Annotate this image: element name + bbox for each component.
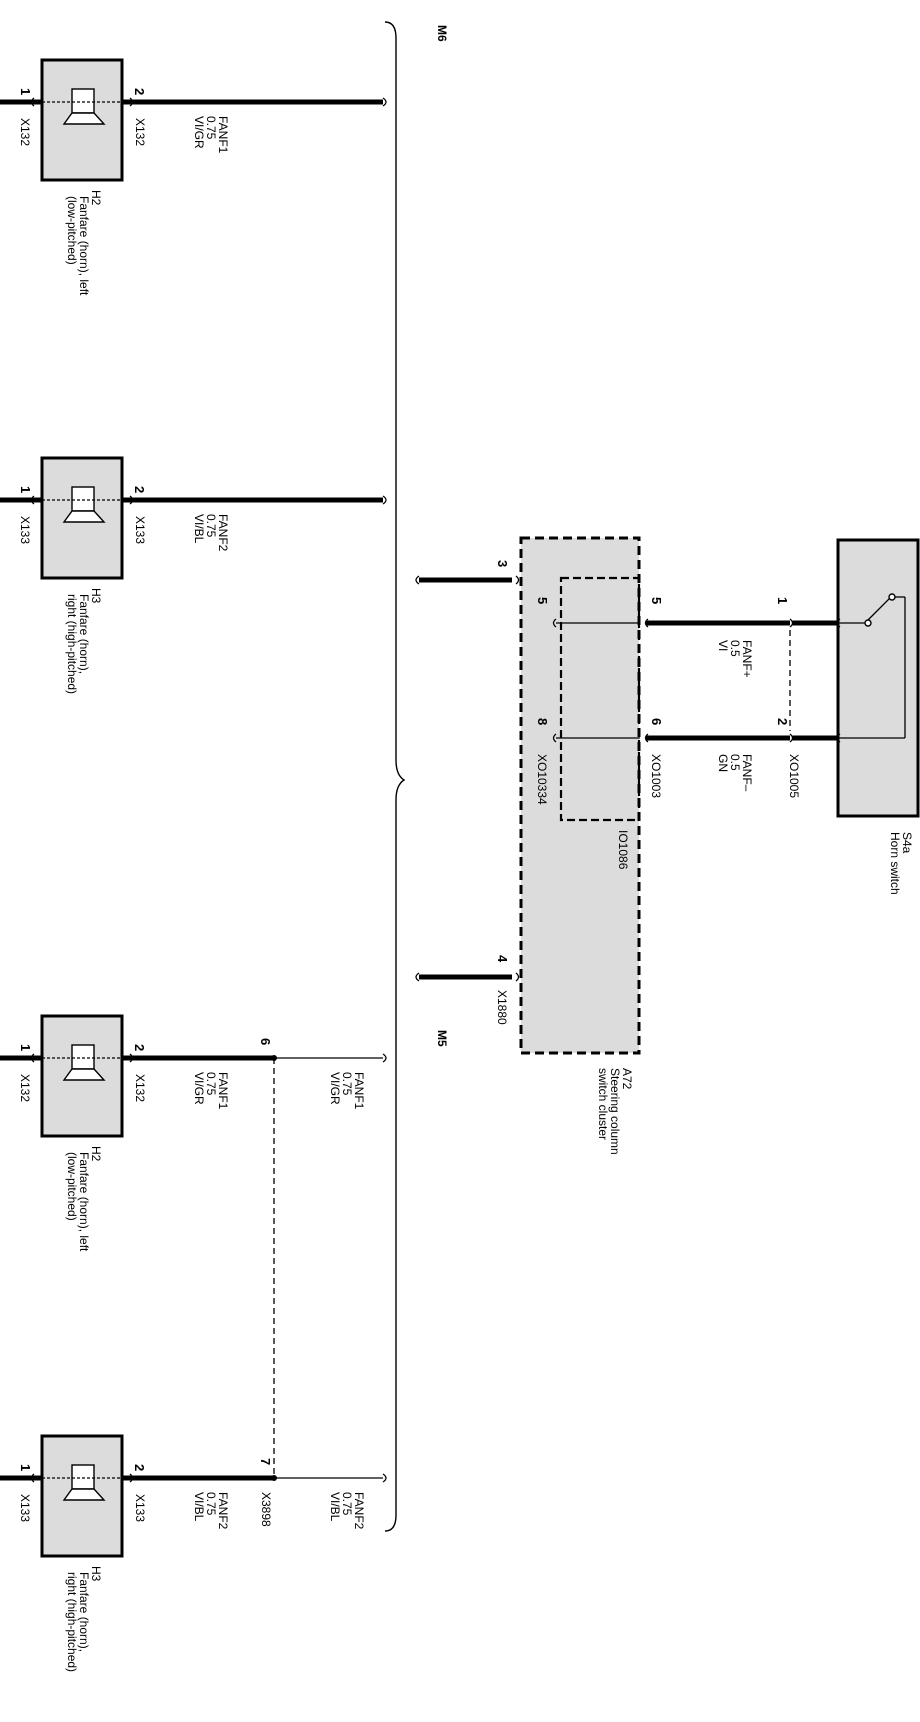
splice-connector: X3898 xyxy=(259,1492,273,1527)
wire-name: FANF– xyxy=(740,754,754,792)
horn-connector-right: X133 xyxy=(133,1494,147,1522)
wire-color: VI/BL xyxy=(192,1492,206,1522)
wire-size: 0.5 xyxy=(728,754,742,771)
speaker-icon xyxy=(62,1044,106,1081)
splice-wire2-size: 0.75 xyxy=(340,1492,354,1516)
edge-connector: XO1003 xyxy=(649,754,663,798)
inner-connector: XO10334 xyxy=(535,754,549,805)
wire-size: 0.75 xyxy=(204,1072,218,1096)
splice-wire2-name: FANF2 xyxy=(352,1492,366,1530)
cluster-pin-top: 3 xyxy=(495,560,510,567)
horn-connector-left: X133 xyxy=(18,516,32,544)
cluster-region xyxy=(519,536,641,1055)
splice-wire1-color: VI/GR xyxy=(328,1072,342,1105)
horn-id: H3 xyxy=(89,588,103,604)
horn-h3-top: 1 2 X133 X133 H3 Fanfare (horn), right (… xyxy=(0,456,387,694)
wire-name: FANF+ xyxy=(740,640,754,678)
wire-size: 0.75 xyxy=(204,1492,218,1516)
horn-pin-left: 1 xyxy=(18,1464,33,1471)
inner-region-io1086 xyxy=(559,576,641,822)
switch-pin-bottom: 2 xyxy=(775,718,790,725)
horn-connector-right: X132 xyxy=(133,1074,147,1102)
splice-pin-bottom: 7 xyxy=(258,1458,273,1465)
horn-description-1: Fanfare (horn), left xyxy=(77,196,91,296)
horn-description-2: right (high-pitched) xyxy=(65,594,79,694)
horn-description-1: Fanfare (horn), left xyxy=(77,1152,91,1252)
horn-description-1: Fanfare (horn), xyxy=(77,594,91,674)
group-brace xyxy=(384,21,406,1532)
horn-connector-right: X132 xyxy=(133,118,147,146)
ref-label-top: M6 xyxy=(435,25,449,42)
horn-connector-left: X132 xyxy=(18,118,32,146)
switch-description: Horn switch xyxy=(888,832,902,895)
wire-size: 0.75 xyxy=(204,514,218,538)
speaker-icon xyxy=(62,88,106,125)
horn-switch: 1 2 XO1005 S4a Horn switch xyxy=(775,538,920,895)
horn-description-1: Fanfare (horn), xyxy=(77,1572,91,1652)
wire-color: VI/BL xyxy=(192,514,206,544)
inner-id: IO1086 xyxy=(616,830,630,870)
horn-connector-left: X132 xyxy=(18,1074,32,1102)
horn-connector-left: X133 xyxy=(18,1494,32,1522)
horn-h2-bottom: 1 2 X132 X132 H2 Fanfare (horn), left (l… xyxy=(0,1014,387,1252)
horn-pin-right: 2 xyxy=(132,1044,147,1051)
inner-pin-bottom: 8 xyxy=(535,718,550,725)
horn-h3-bottom: 1 2 X133 X133 H3 Fanfare (horn), right (… xyxy=(0,1434,387,1672)
wire-name: FANF1 xyxy=(216,116,230,154)
horn-h2-top: 1 2 X132 X132 H2 Fanfare (horn), left (l… xyxy=(0,58,387,296)
horn-description-2: right (high-pitched) xyxy=(65,1572,79,1672)
switch-pin-top: 1 xyxy=(775,597,790,604)
wire-name: FANF2 xyxy=(216,1492,230,1530)
switch-id: S4a xyxy=(900,832,914,854)
horn-id: H2 xyxy=(89,1146,103,1162)
horn-switch-body xyxy=(836,538,920,818)
horn-id: H3 xyxy=(89,1566,103,1582)
horn-description-2: (low-pitched) xyxy=(65,1152,79,1221)
horn-description-2: (low-pitched) xyxy=(65,196,79,265)
speaker-icon xyxy=(62,486,106,523)
inner-pin-top: 5 xyxy=(535,597,550,604)
cluster-connector: X1880 xyxy=(495,990,509,1025)
horn-connector-right: X133 xyxy=(133,516,147,544)
switch-wires: FANF+ 0.5 VI FANF– 0.5 GN xyxy=(646,618,794,792)
splice-wire1-name: FANF1 xyxy=(352,1072,366,1110)
horn-pin-left: 1 xyxy=(18,1044,33,1051)
ref-label-middle: M5 xyxy=(435,1030,449,1047)
edge-pin-top: 5 xyxy=(649,597,664,604)
wire-color: VI/GR xyxy=(192,1072,206,1105)
edge-pin-bottom: 6 xyxy=(649,718,664,725)
wire-color: VI xyxy=(716,640,730,651)
wire-color: GN xyxy=(716,754,730,772)
wire-size: 0.5 xyxy=(728,640,742,657)
horn-pin-right: 2 xyxy=(132,88,147,95)
splice-wire1-size: 0.75 xyxy=(340,1072,354,1096)
horn-pin-right: 2 xyxy=(132,1464,147,1471)
cluster-description-2: switch cluster xyxy=(596,1068,610,1140)
splice-x3898: 6 7 X3898 FANF1 0.75 VI/GR FANF2 0.75 VI… xyxy=(258,1038,366,1530)
horn-pin-right: 2 xyxy=(132,486,147,493)
wire-name: FANF2 xyxy=(216,514,230,552)
wire-color: VI/GR xyxy=(192,116,206,149)
wire-size: 0.75 xyxy=(204,116,218,140)
cluster-pin-bottom: 4 xyxy=(495,955,510,963)
cluster-id: A72 xyxy=(620,1068,634,1090)
wire-name: FANF1 xyxy=(216,1072,230,1110)
speaker-icon xyxy=(62,1464,106,1501)
horn-pin-left: 1 xyxy=(18,486,33,493)
horn-id: H2 xyxy=(89,190,103,206)
steering-column-switch-cluster: 3 4 X1880 5 8 XO10334 IO1086 5 6 XO1003 … xyxy=(415,536,664,1155)
horn-pin-left: 1 xyxy=(18,88,33,95)
splice-wire2-color: VI/BL xyxy=(328,1492,342,1522)
switch-connector: XO1005 xyxy=(787,754,801,798)
cluster-description-1: Steering column xyxy=(608,1068,622,1155)
splice-pin-top: 6 xyxy=(258,1038,273,1045)
